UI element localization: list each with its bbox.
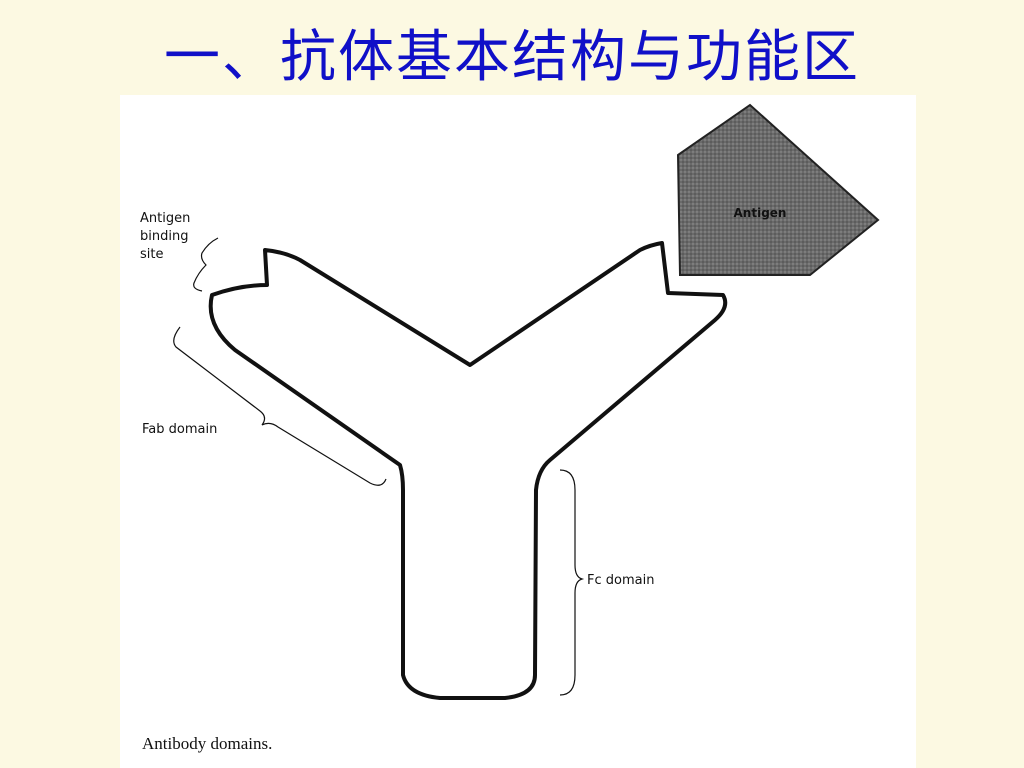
fab-domain-label: Fab domain	[142, 422, 217, 437]
fc-domain-brace	[559, 469, 585, 696]
antigen-binding-site-label-line1: Antigen	[140, 211, 190, 226]
antigen-shape	[676, 103, 880, 276]
antigen-binding-site-brace	[193, 237, 219, 292]
antibody-outline	[208, 241, 728, 700]
antibody-figure: Antigen Antigen binding site Fab domain …	[120, 95, 916, 768]
antibody-diagram: Antigen Antigen binding site Fab domain …	[140, 103, 880, 753]
fab-domain-brace	[173, 326, 387, 486]
antigen-binding-site-label-line3: site	[140, 247, 163, 262]
figure-caption: Antibody domains.	[142, 734, 272, 753]
antigen-binding-site-label-line2: binding	[140, 229, 188, 244]
antigen-label: Antigen	[734, 206, 787, 220]
fc-domain-label: Fc domain	[587, 573, 654, 588]
slide-title: 一、抗体基本结构与功能区	[164, 25, 860, 90]
